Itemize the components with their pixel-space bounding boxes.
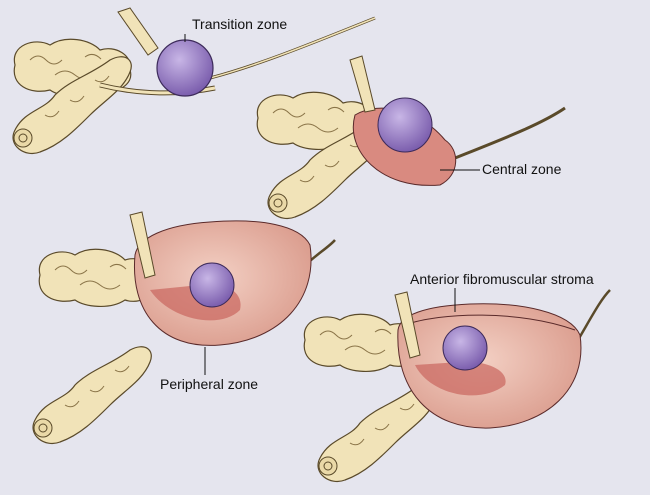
panel-central-zone xyxy=(256,55,566,220)
panel-peripheral-zone xyxy=(32,211,336,445)
label-anterior-stroma: Anterior fibromuscular stroma xyxy=(408,271,596,287)
label-peripheral-zone: Peripheral zone xyxy=(158,376,261,392)
transition-zone-shape xyxy=(156,39,214,97)
label-transition-zone: Transition zone xyxy=(190,16,290,32)
label-central-zone: Central zone xyxy=(480,161,564,177)
panel-anterior-stroma xyxy=(303,288,611,483)
panel-transition-zone xyxy=(12,7,376,155)
